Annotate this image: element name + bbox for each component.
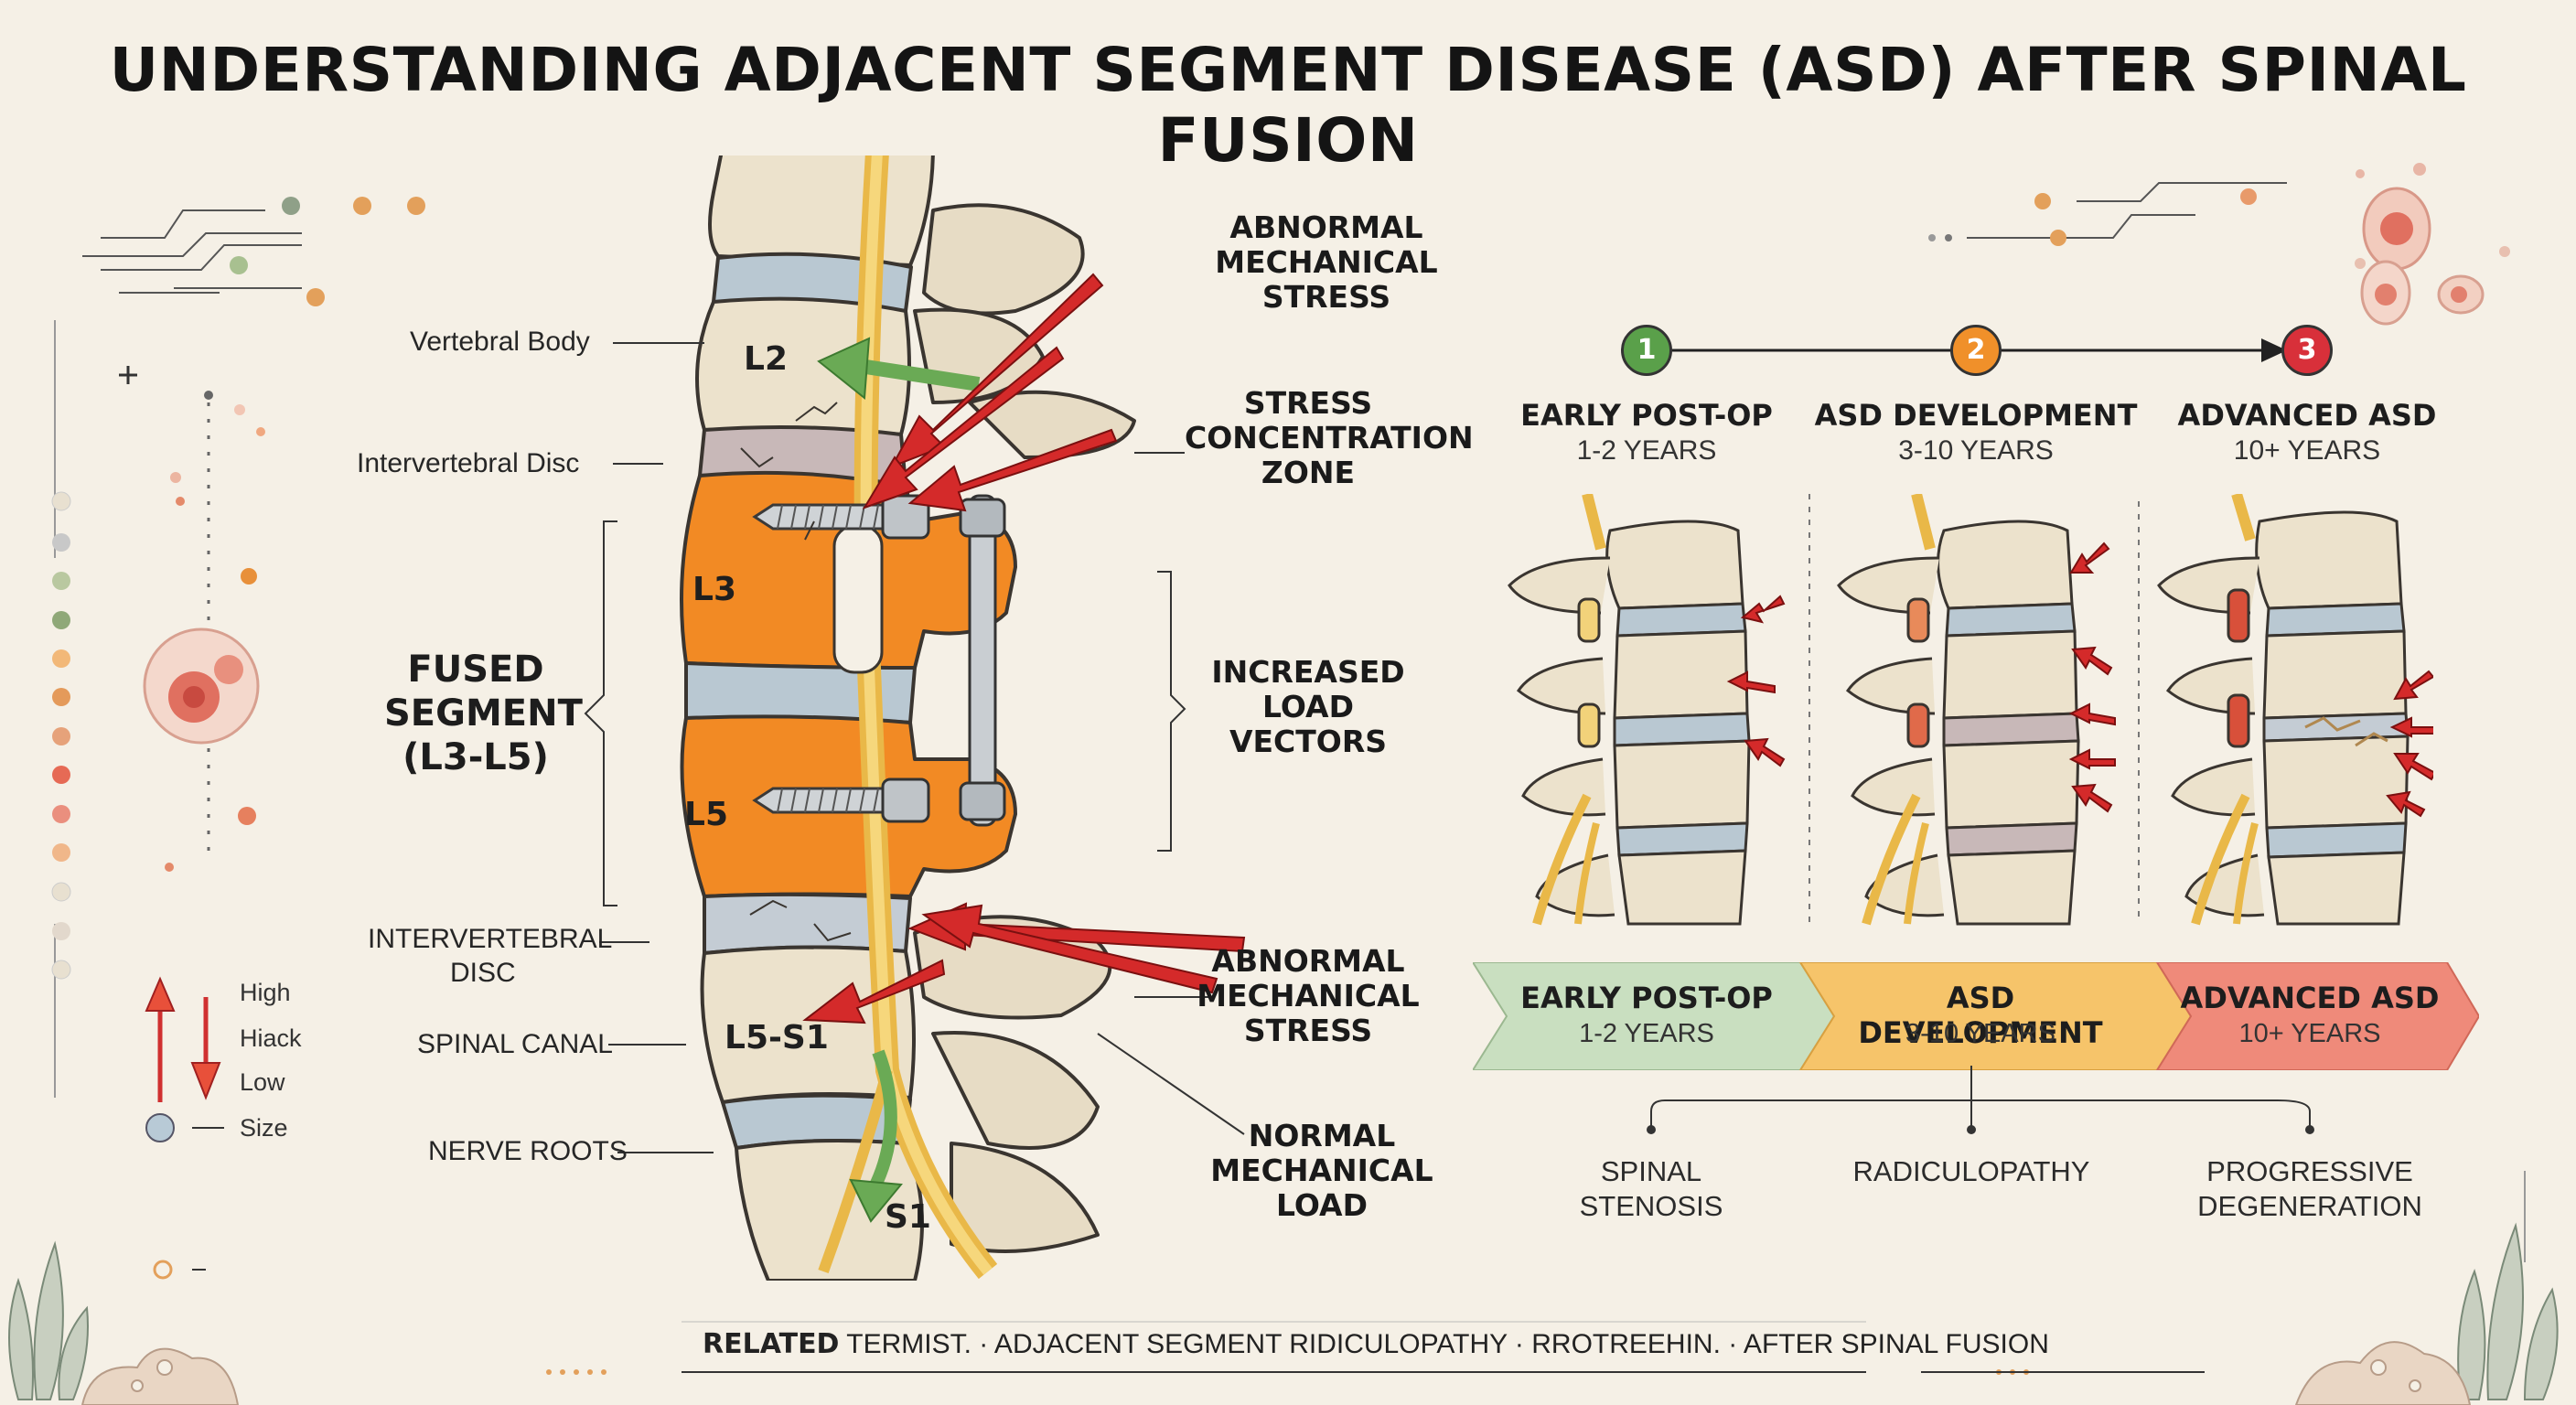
label-stress-zone: STRESS CONCENTRATION ZONE (1185, 385, 1474, 490)
cells-icon (2355, 163, 2510, 326)
label-s1: S1 (885, 1198, 931, 1236)
bottom-decoration (8, 1171, 2559, 1405)
stage-illustrations (1508, 494, 2433, 926)
label-vertebral-body: Vertebral Body (410, 327, 590, 357)
left-decoration (51, 197, 425, 1098)
plant-right-icon (2457, 1222, 2559, 1400)
normal-load-arrow-lower (867, 1049, 897, 1193)
stage-3-number-badge: 3 (2281, 325, 2333, 376)
plant-left-icon (8, 1240, 89, 1400)
stage-1-spine (1508, 520, 1751, 926)
stage-1-title: EARLY POST-OP (1520, 398, 1773, 433)
band-early-title: EARLY POST-OP (1520, 981, 1773, 1015)
stage-1-years: 1-2 YEARS (1576, 435, 1717, 466)
outcome-tree (1647, 1066, 2314, 1134)
stage-2-title: ASD DEVELOPMENT (1814, 398, 2138, 433)
pedicle-screw-upper (752, 494, 930, 540)
label-spinal-canal: SPINAL CANAL (417, 1029, 613, 1059)
stage-3-spine (2157, 510, 2410, 926)
stage-3-title: ADVANCED ASD (2177, 398, 2437, 433)
label-l2: L2 (744, 340, 788, 378)
label-disc-lower-2: DISC (450, 958, 516, 988)
dot-icon (282, 197, 300, 215)
legend-low: Low (240, 1068, 285, 1096)
fused-segment-label: FUSED SEGMENT (L3-L5) (384, 649, 583, 778)
pedicle-screw-lower (752, 778, 930, 823)
spine-illustration (680, 156, 1246, 1281)
label-l3: L3 (692, 571, 736, 608)
plus-icon (119, 366, 137, 384)
stage-2-number-badge: 2 (1950, 325, 2002, 376)
stage-2-spine (1837, 520, 2080, 926)
band-development-title: ASD DEVELOPMENT (1858, 981, 2103, 1050)
right-decoration (1928, 163, 2510, 326)
arrow-up-icon (145, 976, 176, 1012)
cell-icon (143, 627, 260, 745)
outcome-radiculopathy: RADICULOPATHY (1852, 1155, 2090, 1187)
page-title: UNDERSTANDING ADJACENT SEGMENT DISEASE (… (109, 35, 2467, 176)
legend-dots (51, 491, 71, 980)
normal-load-arrow-upper (858, 359, 981, 391)
label-l5-s1: L5-S1 (724, 1019, 829, 1056)
timeline-track (1637, 338, 2287, 362)
label-intervertebral-disc: Intervertebral Disc (357, 448, 580, 478)
band-development-years: 3-10 YEARS (1905, 1019, 2055, 1048)
band-advanced-years: 10+ YEARS (2238, 1019, 2381, 1048)
size-dot-icon (145, 1113, 175, 1142)
fixation-rod (959, 494, 1006, 827)
legend-hiack: Hiack (240, 1024, 302, 1052)
label-normal-load: NORMAL MECHANICAL LOAD (1210, 1118, 1433, 1223)
arrow-down-icon (190, 1062, 221, 1100)
band-advanced-title: ADVANCED ASD (2180, 981, 2440, 1015)
label-abnormal-stress-top: ABNORMAL MECHANICAL STRESS (1215, 209, 1438, 315)
band-segment-advanced (2155, 962, 2479, 1070)
timeline-arrow-icon (2261, 338, 2287, 362)
legend-size: Size (240, 1114, 288, 1142)
band-segment-early (1473, 962, 1836, 1070)
legend-high: High (240, 979, 291, 1006)
footer-related-terms: RELATED TERMIST. · ADJACENT SEGMENT RIDI… (703, 1328, 2049, 1360)
legend-arrows (145, 976, 224, 1142)
stage-1-number-badge: 1 (1621, 325, 1672, 376)
band-segment-development (1798, 962, 2193, 1070)
stage-band (1473, 962, 2479, 1070)
stress-arrows (802, 273, 1246, 1024)
label-abnormal-stress-bottom: ABNORMAL MECHANICAL STRESS (1197, 943, 1420, 1048)
stage-3-years: 10+ YEARS (2233, 435, 2381, 466)
label-load-vectors: INCREASED LOAD VECTORS (1211, 654, 1405, 759)
stage-2-years: 3-10 YEARS (1898, 435, 2054, 466)
band-early-years: 1-2 YEARS (1579, 1019, 1714, 1048)
label-nerve-roots: NERVE ROOTS (428, 1136, 628, 1166)
label-l5: L5 (684, 796, 728, 833)
label-intervertebral-disc-lower: INTERVERTEBRAL (368, 924, 613, 954)
